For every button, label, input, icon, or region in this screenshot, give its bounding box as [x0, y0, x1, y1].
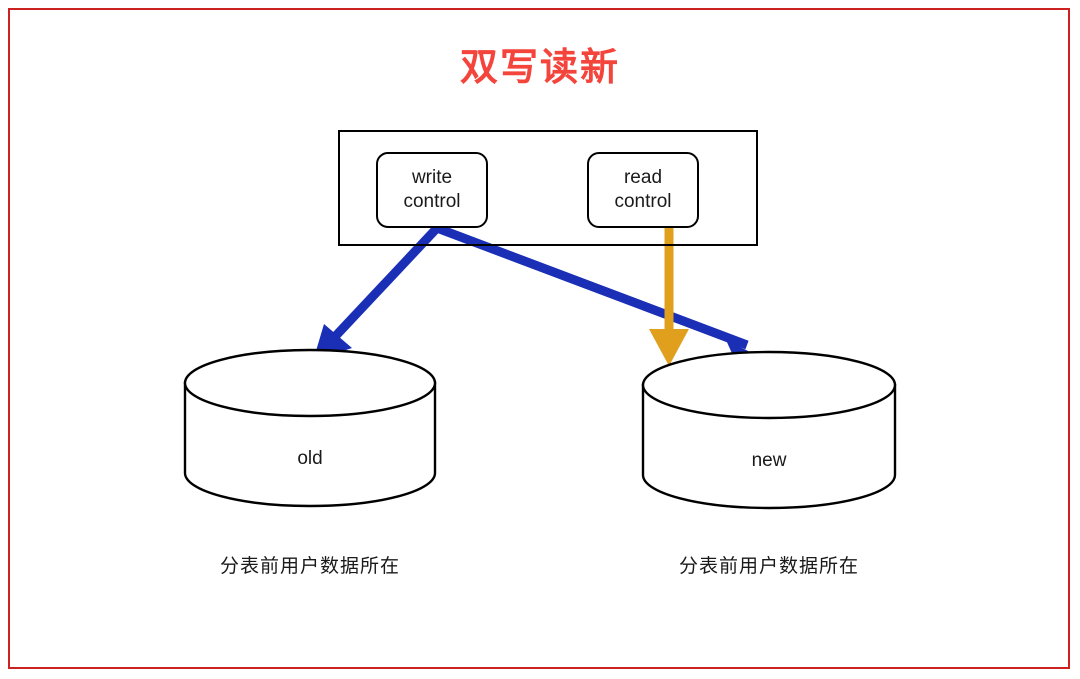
page-title: 双写读新	[459, 47, 620, 89]
write-control-label-line1: write	[411, 166, 453, 188]
database-label-old: old	[297, 448, 323, 469]
read-control-label-line1: read	[623, 166, 663, 188]
arrow-read-to-new	[649, 228, 689, 366]
database-cylinder-old	[183, 348, 437, 508]
database-caption-new: 分表前用户数据所在	[678, 556, 859, 577]
database-cylinder-new	[641, 350, 897, 510]
arrow-write-to-new	[435, 223, 768, 369]
write-control-label-line2: control	[403, 191, 461, 212]
read-control-label-line2: control	[614, 191, 672, 212]
arrow-write-to-old	[313, 224, 441, 361]
database-caption-old: 分表前用户数据所在	[219, 556, 400, 577]
control-panel-container	[338, 130, 758, 246]
read-control-box[interactable]: read control	[587, 152, 699, 228]
write-control-box[interactable]: write control	[376, 152, 488, 228]
database-label-new: new	[751, 450, 787, 471]
